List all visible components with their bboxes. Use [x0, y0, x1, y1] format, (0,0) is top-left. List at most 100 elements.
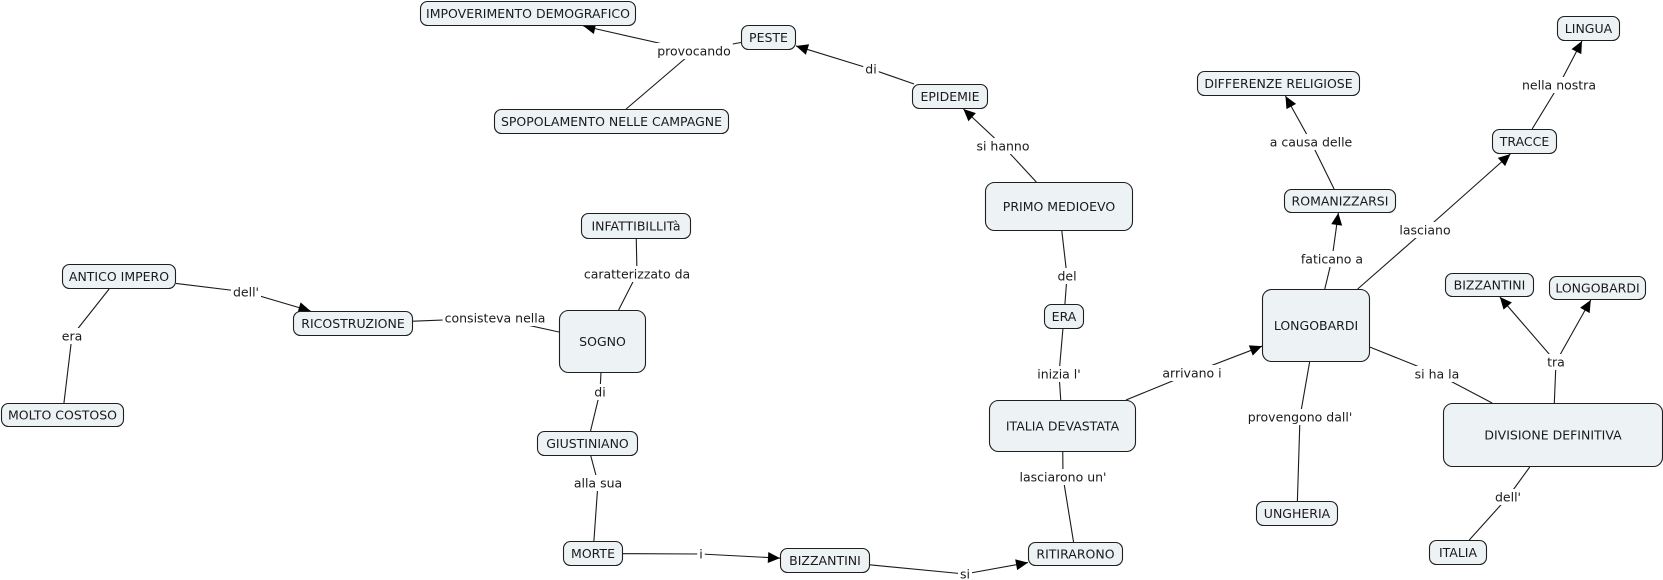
- link-label-background: [1397, 222, 1453, 238]
- link-label-text: di: [594, 385, 605, 400]
- concept-node-longobardi-2[interactable]: LONGOBARDI: [1548, 275, 1647, 301]
- concept-node-label: ITALIA DEVASTATA: [1006, 419, 1120, 434]
- concept-node-bizzantini-2[interactable]: BIZZANTINI: [1444, 272, 1535, 298]
- connector-line: [795, 45, 872, 70]
- concept-node-box: [562, 540, 624, 567]
- link-label-era-lbl[interactable]: era: [59, 328, 85, 344]
- concept-node-box: [1428, 539, 1488, 566]
- link-label-i[interactable]: i: [697, 546, 705, 562]
- concept-node-box: [1261, 288, 1371, 363]
- link-label-lasciano[interactable]: lasciano: [1397, 222, 1453, 238]
- concept-node-epidemie[interactable]: EPIDEMIE: [911, 83, 989, 110]
- link-label-di-giust[interactable]: di: [592, 384, 608, 400]
- link-label-a-causa[interactable]: a causa delle: [1267, 134, 1355, 150]
- concept-node-label: ROMANIZZARSI: [1292, 194, 1389, 209]
- concept-node-lingua[interactable]: LINGUA: [1556, 15, 1621, 42]
- link-label-background: [592, 384, 608, 400]
- concept-node-spopolamento[interactable]: SPOPOLAMENTO NELLE CAMPAGNE: [493, 108, 730, 135]
- concept-node-box: [1491, 128, 1558, 155]
- concept-node-morte[interactable]: MORTE: [562, 540, 624, 567]
- concept-node-giustiniano[interactable]: GIUSTINIANO: [536, 430, 639, 457]
- link-label-text: lasciano: [1399, 223, 1450, 238]
- link-label-lasciarono[interactable]: lasciarono un': [1017, 469, 1109, 485]
- concept-node-box: [61, 263, 177, 290]
- concept-node-impoverimento[interactable]: IMPOVERIMENTO DEMOGRAFICO: [419, 0, 637, 27]
- link-label-caratterizzato[interactable]: caratterizzato da: [581, 266, 693, 282]
- concept-node-label: RITIRARONO: [1036, 547, 1114, 562]
- link-label-background: [1545, 354, 1567, 370]
- link-label-provengono[interactable]: provengono dall': [1245, 409, 1355, 425]
- link-label-background: [1298, 251, 1366, 267]
- concept-node-antico-impero[interactable]: ANTICO IMPERO: [61, 263, 177, 290]
- concept-node-label: GIUSTINIANO: [546, 436, 629, 451]
- link-label-provocando[interactable]: provocando: [655, 43, 733, 59]
- link-label-text: dell': [1495, 490, 1521, 505]
- link-label-text: alla sua: [574, 476, 622, 491]
- concept-node-molto-costoso[interactable]: MOLTO COSTOSO: [0, 402, 125, 428]
- arrowhead-icon: [1331, 213, 1343, 226]
- concept-node-bizzantini-1[interactable]: BIZZANTINI: [779, 547, 871, 574]
- link-label-faticano[interactable]: faticano a: [1298, 251, 1366, 267]
- link-label-text: era: [62, 329, 83, 344]
- concept-node-era[interactable]: ERA: [1043, 303, 1085, 330]
- link-label-dell-ita[interactable]: dell': [1492, 489, 1524, 505]
- concept-node-box: [988, 399, 1137, 453]
- link-label-text: arrivano i: [1162, 366, 1221, 381]
- link-label-background: [1245, 409, 1355, 425]
- concept-node-infattibilita[interactable]: INFATTIBILLITà: [580, 212, 692, 240]
- arrowhead-icon: [767, 552, 780, 564]
- concept-node-peste[interactable]: PESTE: [740, 24, 797, 51]
- concept-node-ritirarono[interactable]: RITIRARONO: [1027, 541, 1124, 567]
- link-label-text: provengono dall': [1248, 410, 1353, 425]
- concept-node-romanizzarsi[interactable]: ROMANIZZARSI: [1283, 188, 1397, 214]
- link-label-nella-nostra[interactable]: nella nostra: [1520, 77, 1598, 93]
- arrowhead-icon: [1015, 559, 1028, 571]
- link-label-background: [655, 43, 733, 59]
- link-label-text: faticano a: [1301, 252, 1363, 267]
- link-label-text: si hanno: [976, 139, 1029, 154]
- concept-node-label: ANTICO IMPERO: [69, 269, 169, 284]
- link-label-tra[interactable]: tra: [1545, 354, 1567, 370]
- link-label-background: [1055, 268, 1079, 284]
- concept-node-box: [1283, 188, 1397, 214]
- link-label-alla-sua[interactable]: alla sua: [571, 475, 625, 491]
- concept-node-box: [419, 0, 637, 27]
- concept-node-tracce[interactable]: TRACCE: [1491, 128, 1558, 155]
- link-label-si[interactable]: si: [958, 566, 972, 580]
- concept-node-label: PESTE: [749, 30, 788, 45]
- link-label-arrivano[interactable]: arrivano i: [1160, 365, 1224, 381]
- arrowhead-icon: [1580, 300, 1591, 314]
- link-label-text: dell': [233, 285, 259, 300]
- concept-node-sogno[interactable]: SOGNO: [558, 309, 647, 374]
- link-label-si-hanno[interactable]: si hanno: [974, 138, 1032, 154]
- link-label-di-peste[interactable]: di: [863, 61, 879, 77]
- link-label-si-ha-la[interactable]: si ha la: [1412, 366, 1462, 382]
- concept-node-italia[interactable]: ITALIA: [1428, 539, 1488, 566]
- concept-node-label: MORTE: [571, 546, 615, 561]
- concept-node-italia-devastata[interactable]: ITALIA DEVASTATA: [988, 399, 1137, 453]
- link-label-dell-ric[interactable]: dell': [230, 284, 262, 300]
- link-label-text: caratterizzato da: [584, 267, 690, 282]
- link-label-consisteva[interactable]: consisteva nella: [442, 310, 548, 326]
- connector-line: [625, 50, 695, 110]
- arrowhead-icon: [1571, 41, 1582, 55]
- concept-node-box: [292, 310, 414, 337]
- link-label-background: [974, 138, 1032, 154]
- link-label-background: [863, 61, 879, 77]
- link-label-inizia[interactable]: inizia l': [1035, 366, 1083, 382]
- arrowhead-icon: [796, 44, 810, 55]
- concept-node-ricostruzione[interactable]: RICOSTRUZIONE: [292, 310, 414, 337]
- concept-node-label: MOLTO COSTOSO: [8, 408, 117, 423]
- concept-node-primo-medioevo[interactable]: PRIMO MEDIOEVO: [984, 181, 1134, 232]
- concept-node-divisione[interactable]: DIVISIONE DEFINITIVA: [1442, 402, 1663, 468]
- concept-node-label: BIZZANTINI: [1454, 278, 1526, 293]
- concept-node-ungheria[interactable]: UNGHERIA: [1255, 500, 1339, 527]
- link-label-del[interactable]: del: [1055, 268, 1079, 284]
- concept-node-box: [0, 402, 125, 428]
- concept-node-box: [1548, 275, 1647, 301]
- concept-node-label: IMPOVERIMENTO DEMOGRAFICO: [426, 6, 630, 21]
- concept-node-longobardi-1[interactable]: LONGOBARDI: [1261, 288, 1371, 363]
- concept-node-label: UNGHERIA: [1264, 506, 1331, 521]
- concept-node-differenze[interactable]: DIFFERENZE RELIGIOSE: [1196, 70, 1361, 97]
